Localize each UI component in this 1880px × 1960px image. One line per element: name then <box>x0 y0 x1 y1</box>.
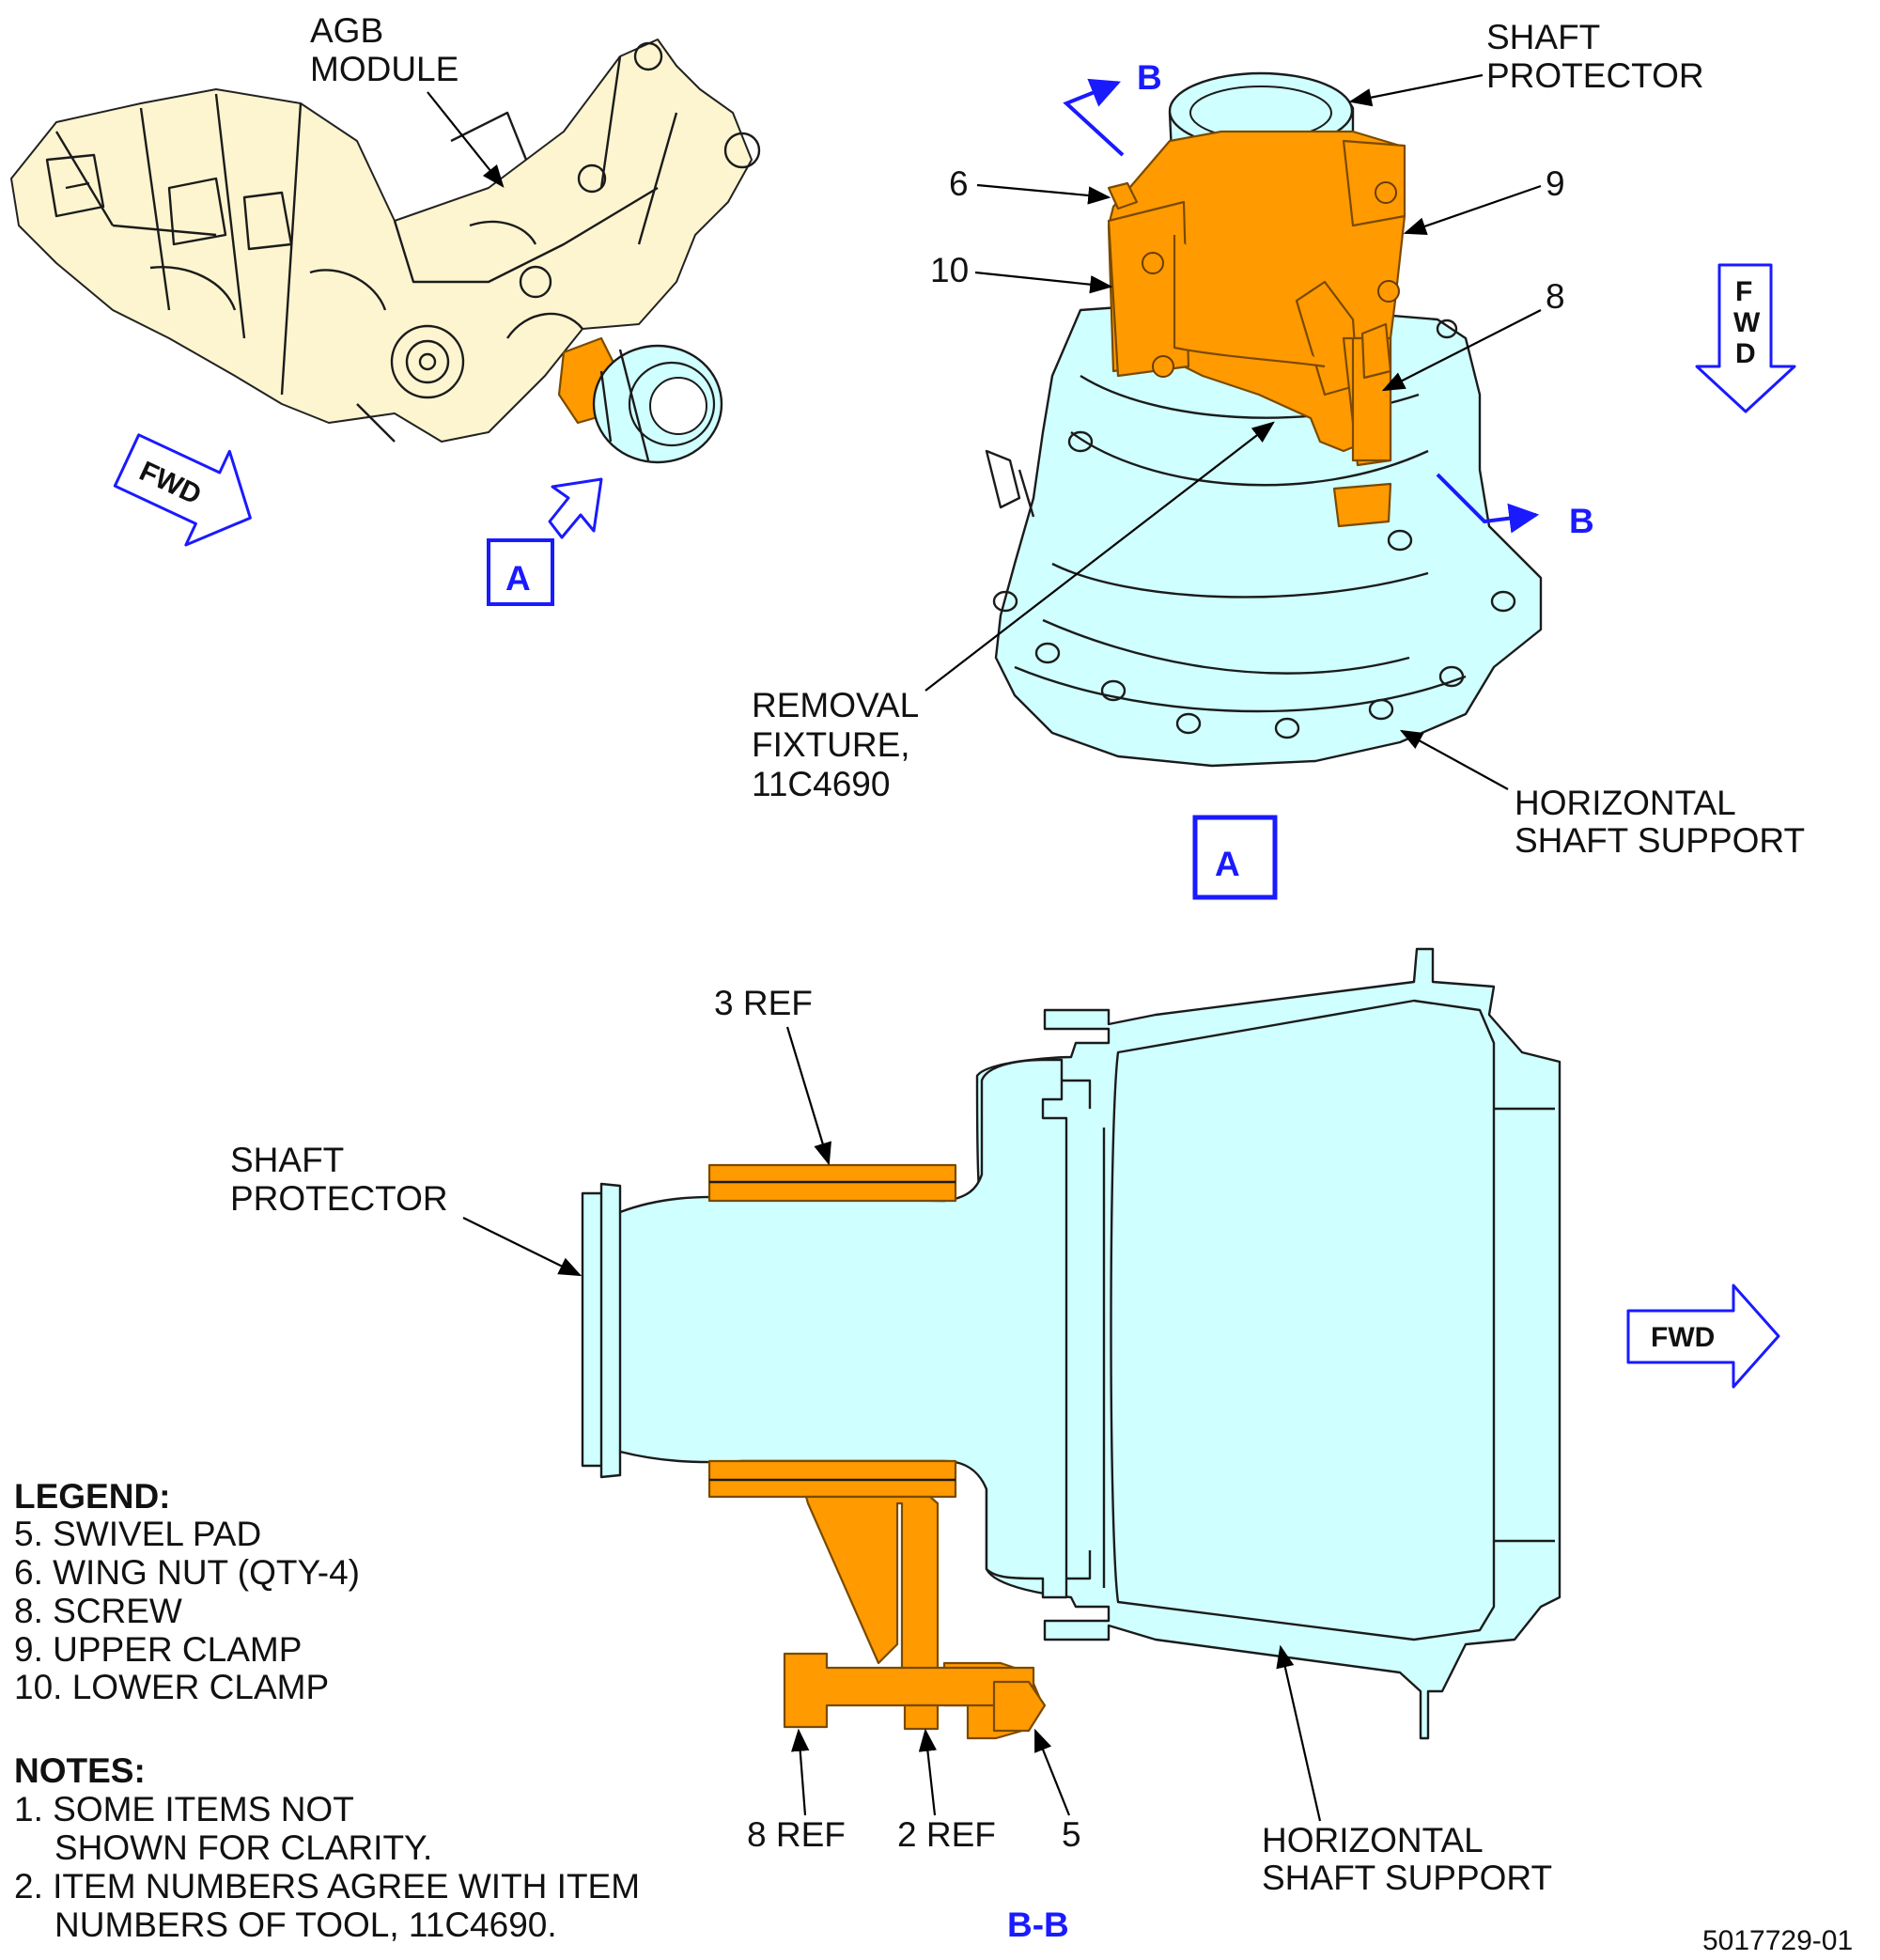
removal-fixture-line2: FIXTURE, <box>752 725 910 764</box>
agb-leader <box>427 91 505 188</box>
callout-5: 5 <box>1062 1815 1081 1854</box>
legend-item: 10. LOWER CLAMP <box>14 1668 329 1706</box>
removal-fixture-line1: REMOVAL <box>752 686 919 724</box>
fwd-arrow-left: FWD <box>113 433 252 547</box>
horiz-support-bb-line1: HORIZONTAL <box>1262 1821 1484 1859</box>
callout-10: 10 <box>930 251 969 289</box>
callout-8-leader <box>1381 309 1542 392</box>
shaft-protector-bb-line1: SHAFT <box>230 1141 344 1179</box>
callout-8: 8 <box>1546 277 1565 316</box>
ref-2-label: 2 REF <box>897 1815 996 1854</box>
section-bb-drawing <box>581 947 1561 1740</box>
legend-item: 6. WING NUT (QTY-4) <box>14 1553 360 1592</box>
fwd-vertical-d: D <box>1735 338 1756 369</box>
view-a-label-letter: A <box>1215 845 1240 883</box>
horiz-support-bb-line2: SHAFT SUPPORT <box>1262 1859 1552 1897</box>
callout-9: 9 <box>1546 164 1565 203</box>
view-a-label-box <box>1192 815 1278 900</box>
horiz-support-a-line1: HORIZONTAL <box>1515 784 1736 822</box>
fwd-right-label: FWD <box>1651 1322 1715 1353</box>
shaft-protector-top-line1: SHAFT <box>1486 18 1600 56</box>
note-2: 2. ITEM NUMBERS AGREE WITH ITEM <box>14 1867 640 1906</box>
callout-9-leader <box>1403 184 1542 236</box>
legend-item: 5. SWIVEL PAD <box>14 1515 261 1553</box>
agb-label-line2: MODULE <box>310 50 458 88</box>
ref-8-leader <box>791 1728 810 1816</box>
horiz-support-a-leader <box>1399 729 1509 790</box>
shaft-protector-top-leader <box>1348 73 1484 107</box>
shaft-protector-bb-leader <box>462 1217 583 1277</box>
ref-2-leader <box>918 1728 938 1816</box>
section-b-letter-top: B <box>1137 58 1162 97</box>
fwd-arrow-down: F W D <box>1695 263 1796 413</box>
legend-title: LEGEND: <box>14 1477 171 1516</box>
callout-10-leader <box>974 271 1113 294</box>
horiz-support-bb-leader <box>1276 1644 1322 1822</box>
ref-8-label: 8 REF <box>747 1815 846 1854</box>
notes-title: NOTES: <box>14 1751 146 1790</box>
horiz-support-a-line2: SHAFT SUPPORT <box>1515 821 1805 860</box>
fwd-arrow-right: FWD <box>1626 1283 1780 1389</box>
shaft-protector-top-line2: PROTECTOR <box>1486 56 1704 95</box>
legend: LEGEND: 5. SWIVEL PAD 6. WING NUT (QTY-4… <box>14 1477 360 1706</box>
section-b-cut-top: B <box>1063 58 1162 157</box>
section-b-cut-right: B <box>1436 473 1594 540</box>
view-a-marker-letter: A <box>505 559 531 598</box>
view-a-pointer-arrow <box>548 477 603 539</box>
callout-6: 6 <box>949 164 969 203</box>
notes: NOTES: 1. SOME ITEMS NOT SHOWN FOR CLARI… <box>14 1751 640 1944</box>
shaft-protector-bb-line2: PROTECTOR <box>230 1179 448 1218</box>
agb-label-line1: AGB <box>310 11 383 50</box>
callout-5-leader <box>1033 1728 1071 1816</box>
figure-id: 5017729-01 <box>1702 1925 1853 1956</box>
note-1-cont: SHOWN FOR CLARITY. <box>54 1828 432 1867</box>
legend-item: 9. UPPER CLAMP <box>14 1630 302 1669</box>
ref-3-label: 3 REF <box>714 984 813 1022</box>
fwd-vertical-f: F <box>1735 276 1752 307</box>
removal-fixture-leader <box>924 421 1275 692</box>
note-1: 1. SOME ITEMS NOT <box>14 1790 354 1828</box>
section-b-letter-right: B <box>1569 502 1594 540</box>
agb-module-illustration <box>10 39 761 464</box>
view-a-assembly <box>985 71 1543 768</box>
fwd-vertical-w: W <box>1733 307 1761 338</box>
section-bb-label: B-B <box>1007 1906 1069 1944</box>
view-a-marker-box <box>487 538 554 606</box>
callout-6-leader <box>976 183 1111 205</box>
removal-fixture-line3: 11C4690 <box>752 765 890 803</box>
legend-item: 8. SCREW <box>14 1592 182 1630</box>
note-2-cont: NUMBERS OF TOOL, 11C4690. <box>54 1906 557 1944</box>
ref-3-leader <box>785 1026 831 1166</box>
